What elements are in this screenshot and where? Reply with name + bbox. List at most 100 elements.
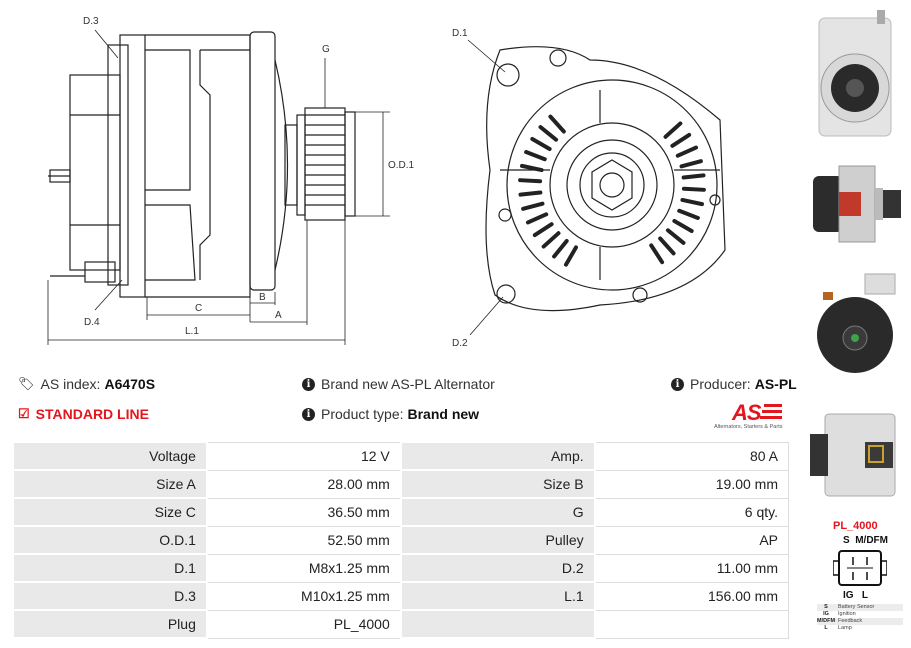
- product-photo-rear[interactable]: [805, 270, 905, 385]
- spec-value: 28.00 mm: [206, 469, 402, 499]
- cooling-slot: [665, 228, 686, 245]
- info-icon: i: [302, 377, 315, 391]
- cooling-slot: [524, 150, 547, 162]
- cooling-slot: [518, 190, 543, 197]
- plug-pin-desc: Ignition: [838, 611, 856, 617]
- label-od1: O.D.1: [388, 160, 415, 171]
- standard-line: ☑ STANDARD LINE: [18, 406, 149, 422]
- plug-legend-row: IG Ignition: [817, 611, 903, 618]
- plug-top-pins: S M/DFM: [843, 535, 888, 546]
- spec-value: AP: [594, 525, 789, 555]
- logo-text: AS: [732, 400, 762, 425]
- cooling-slot: [532, 222, 554, 238]
- label-d2: D.2: [452, 338, 468, 349]
- cooling-slot: [681, 186, 706, 192]
- spec-key: Size C: [12, 497, 208, 527]
- plug-pin-desc: Feedback: [838, 618, 863, 624]
- label-d3: D.3: [83, 16, 99, 27]
- spec-key: Voltage: [12, 441, 208, 471]
- plug-pin-desc: Lamp: [838, 625, 852, 631]
- spec-value: M10x1.25 mm: [206, 581, 402, 611]
- product-photo-front[interactable]: [805, 8, 905, 148]
- spec-value: 6 qty.: [594, 497, 789, 527]
- label-g: G: [322, 44, 330, 55]
- spec-key: D.2: [399, 553, 596, 583]
- plug-pin-code: S: [824, 604, 828, 610]
- spec-key: Size A: [12, 469, 208, 499]
- product-type: i Product type: Brand new: [302, 406, 479, 422]
- label-b: B: [259, 292, 266, 303]
- info-icon: i: [302, 407, 315, 421]
- producer-value: AS-PL: [754, 376, 797, 392]
- producer: i Producer: AS-PL: [671, 376, 797, 392]
- cooling-slot: [681, 173, 706, 180]
- spec-value: 156.00 mm: [594, 581, 789, 611]
- cooling-slot: [658, 236, 676, 256]
- as-index: 🏷 AS index: A6470S: [18, 376, 155, 392]
- plug-pin-code: L: [824, 625, 828, 631]
- cooling-slot: [548, 114, 566, 134]
- spec-value: 52.50 mm: [206, 525, 402, 555]
- cooling-slot: [520, 163, 544, 173]
- spec-value: 36.50 mm: [206, 497, 402, 527]
- info-icon: i: [671, 377, 684, 391]
- cooling-slot: [525, 212, 549, 225]
- cooling-slot: [564, 245, 578, 267]
- spec-value: 12 V: [206, 441, 402, 471]
- brand-new-info: i Brand new AS-PL Alternator: [302, 376, 495, 392]
- spec-key: O.D.1: [12, 525, 208, 555]
- cooling-slot: [552, 238, 569, 259]
- plug-pin-code: M/DFM: [817, 618, 836, 624]
- spec-value: M8x1.25 mm: [206, 553, 402, 583]
- label-d4: D.4: [84, 317, 100, 328]
- spec-key: D.3: [12, 581, 208, 611]
- plug-title: PL_4000: [833, 520, 878, 532]
- spec-value: [594, 609, 789, 639]
- spec-key: Plug: [12, 609, 208, 639]
- tags-icon: 🏷: [18, 376, 35, 391]
- label-a: A: [275, 310, 282, 321]
- cooling-slot: [530, 137, 552, 151]
- spec-key: Amp.: [399, 441, 596, 471]
- plug-connector-icon: [833, 550, 887, 586]
- cooling-slot: [518, 178, 543, 184]
- side-view-drawing: D.3 G O.D.1 D.4 C B A L.1: [47, 16, 415, 345]
- label-c: C: [195, 303, 202, 314]
- plug-legend-row: L Lamp: [817, 625, 903, 632]
- producer-label: Producer:: [690, 376, 751, 392]
- spec-key: L.1: [399, 581, 596, 611]
- spec-key: G: [399, 497, 596, 527]
- cooling-slot: [541, 231, 561, 249]
- spec-key: Size B: [399, 469, 596, 499]
- cooling-slot: [538, 125, 559, 142]
- product-photo-top[interactable]: [805, 400, 905, 510]
- cooling-slot: [649, 243, 665, 265]
- spec-key: D.1: [12, 553, 208, 583]
- spec-key: Pulley: [399, 525, 596, 555]
- plug-pin-code: IG: [823, 611, 829, 617]
- as-index-value: A6470S: [104, 376, 156, 392]
- cooling-slot: [672, 219, 694, 233]
- standard-line-label: STANDARD LINE: [35, 406, 149, 422]
- cooling-slot: [663, 121, 683, 139]
- checkbox-icon: ☑: [18, 406, 30, 421]
- product-photo-side[interactable]: [805, 152, 905, 252]
- spec-value: 80 A: [594, 441, 789, 471]
- as-logo: AS Alternators, Starters & Parts: [714, 400, 792, 434]
- cooling-slot: [675, 145, 699, 158]
- cooling-slot: [521, 201, 545, 211]
- cooling-slot: [680, 197, 704, 207]
- spec-value: PL_4000: [206, 609, 402, 639]
- cooling-slot: [677, 208, 700, 220]
- as-index-label: AS index:: [40, 376, 101, 392]
